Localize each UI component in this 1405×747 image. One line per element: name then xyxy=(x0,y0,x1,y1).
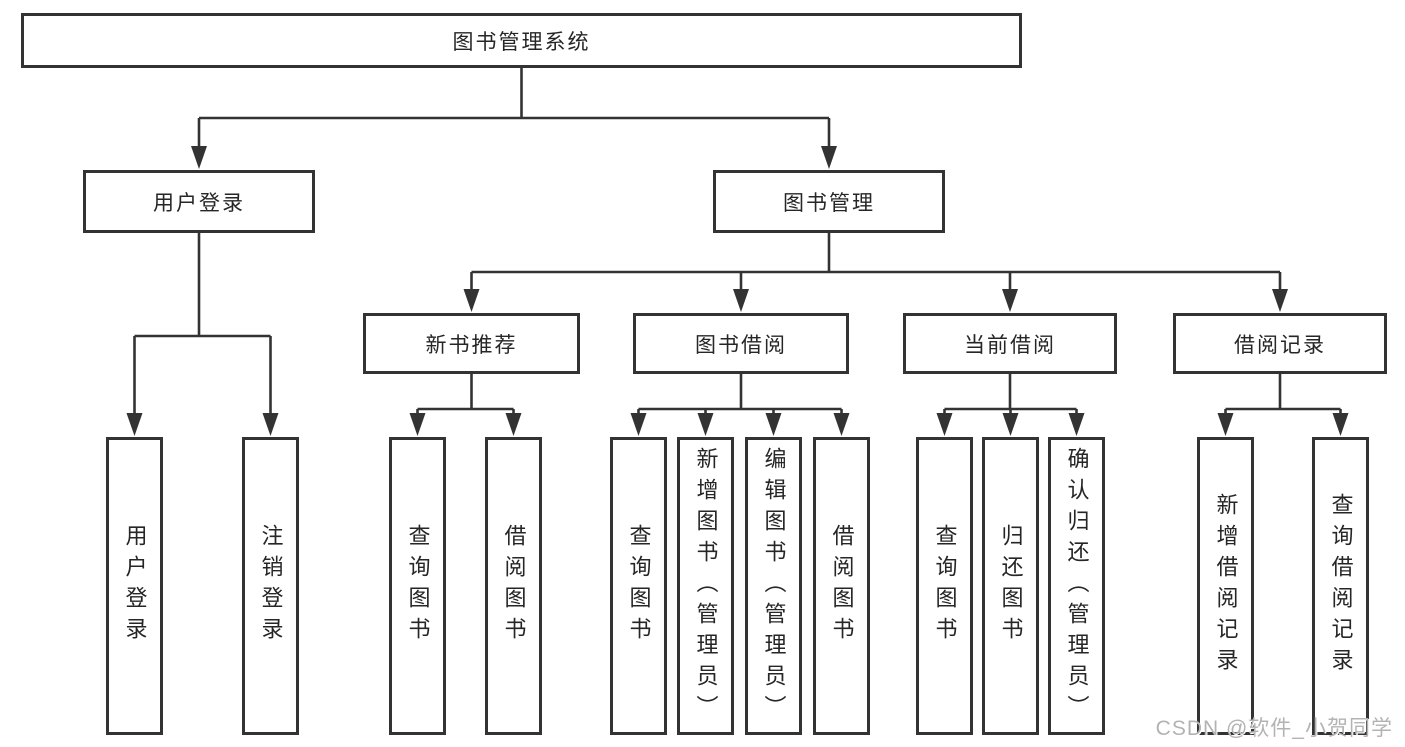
arrow-down-icon xyxy=(1002,289,1018,312)
arrow-down-icon xyxy=(126,413,143,436)
leaf-query-books-borrowing-label: 查询图书 xyxy=(626,524,652,648)
leaf-logout-login-label: 注销登录 xyxy=(258,524,284,648)
node-borrowing-records-label: 借阅记录 xyxy=(1234,333,1326,357)
connector-root-to-level2 xyxy=(191,68,837,169)
leaf-add-borrow-record: 新增借阅记录 xyxy=(1197,437,1254,735)
connector-book-borrow-to-leaves xyxy=(630,374,850,436)
leaf-borrow-books-borrowing: 借阅图书 xyxy=(813,437,870,735)
leaf-return-books: 归还图书 xyxy=(982,437,1039,735)
leaf-edit-book-admin: 编辑图书（管理员） xyxy=(745,437,802,735)
leaf-query-books-recommend: 查询图书 xyxy=(389,437,446,735)
leaf-query-books-recommend-label: 查询图书 xyxy=(405,524,431,648)
connector-current-borrow-to-leaves xyxy=(936,374,1085,436)
connector-book-mgmt-to-level3 xyxy=(463,233,1288,312)
arrow-down-icon xyxy=(262,413,279,436)
leaf-borrow-books-borrowing-label: 借阅图书 xyxy=(829,524,855,648)
leaf-confirm-return-admin: 确认归还（管理员） xyxy=(1048,437,1105,735)
arrow-down-icon xyxy=(463,289,480,312)
node-book-management: 图书管理 xyxy=(713,170,945,233)
leaf-borrow-books-recommend-label: 借阅图书 xyxy=(501,524,527,648)
leaf-query-borrow-record-label: 查询借阅记录 xyxy=(1328,493,1354,679)
node-user-login-label: 用户登录 xyxy=(153,191,245,215)
node-book-management-label: 图书管理 xyxy=(783,191,875,215)
arrow-down-icon xyxy=(409,413,426,436)
arrow-down-icon xyxy=(505,413,522,436)
node-library-system-label: 图书管理系统 xyxy=(452,30,591,54)
node-book-borrowing: 图书借阅 xyxy=(633,313,849,374)
arrow-down-icon xyxy=(1217,413,1234,436)
arrow-down-icon xyxy=(697,413,714,436)
node-new-book-recommend: 新书推荐 xyxy=(363,313,580,374)
leaf-add-borrow-record-label: 新增借阅记录 xyxy=(1213,493,1239,679)
leaf-logout-login: 注销登录 xyxy=(242,437,299,735)
connector-new-book-to-leaves xyxy=(409,374,522,436)
arrow-down-icon xyxy=(1272,289,1288,312)
node-user-login: 用户登录 xyxy=(83,170,315,233)
leaf-confirm-return-admin-label: 确认归还（管理员） xyxy=(1064,446,1090,726)
arrow-down-icon xyxy=(191,146,207,169)
arrow-down-icon xyxy=(833,413,850,436)
leaf-query-borrow-record: 查询借阅记录 xyxy=(1312,437,1369,735)
node-library-system: 图书管理系统 xyxy=(21,13,1022,68)
node-book-borrowing-label: 图书借阅 xyxy=(695,333,787,357)
csdn-watermark: CSDN @软件_小贺同学 xyxy=(1155,717,1393,740)
leaf-user-login: 用户登录 xyxy=(106,437,163,735)
arrow-down-icon xyxy=(733,289,749,312)
node-borrowing-records: 借阅记录 xyxy=(1173,313,1387,374)
arrow-down-icon xyxy=(1002,413,1019,436)
arrow-down-icon xyxy=(1068,413,1085,436)
node-new-book-recommend-label: 新书推荐 xyxy=(425,333,518,357)
leaf-add-book-admin-label: 新增图书（管理员） xyxy=(693,446,719,726)
leaf-edit-book-admin-label: 编辑图书（管理员） xyxy=(761,446,787,726)
leaf-user-login-label: 用户登录 xyxy=(122,524,148,648)
leaf-query-books-current: 查询图书 xyxy=(916,437,973,735)
node-current-borrowing: 当前借阅 xyxy=(903,313,1117,374)
arrow-down-icon xyxy=(1332,413,1349,436)
leaf-add-book-admin: 新增图书（管理员） xyxy=(677,437,734,735)
leaf-query-books-borrowing: 查询图书 xyxy=(610,437,667,735)
arrow-down-icon xyxy=(765,413,782,436)
node-current-borrowing-label: 当前借阅 xyxy=(964,333,1056,357)
arrow-down-icon xyxy=(821,146,837,169)
connector-user-login-to-leaves xyxy=(126,233,279,436)
leaf-borrow-books-recommend: 借阅图书 xyxy=(485,437,542,735)
connector-borrow-record-to-leaves xyxy=(1217,374,1349,436)
leaf-query-books-current-label: 查询图书 xyxy=(932,524,958,648)
arrow-down-icon xyxy=(630,413,647,436)
arrow-down-icon xyxy=(936,413,953,436)
leaf-return-books-label: 归还图书 xyxy=(998,524,1024,648)
